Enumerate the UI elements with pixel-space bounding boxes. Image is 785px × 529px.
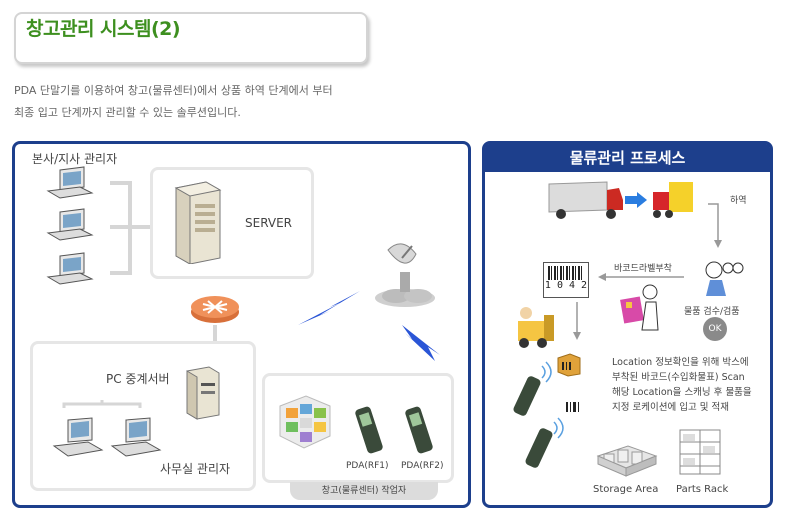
wireless-signal-icon [298, 291, 440, 361]
pda-scanners-icon [513, 361, 579, 468]
server-icon [174, 181, 222, 264]
arrow-down-icon [708, 203, 722, 248]
storage-area-icon [596, 445, 658, 477]
barcode-number: 1 0 4 2 [544, 280, 588, 291]
title-box [14, 12, 368, 64]
forklift-worker-icon [518, 307, 554, 348]
pda-device-icon [405, 406, 433, 454]
description: PDA 단말기를 이용하여 창고(물류센터)에서 상품 하역 단계에서 부터 최… [14, 80, 394, 124]
arrow-left-icon [598, 273, 684, 281]
pc-tower-icon [186, 366, 220, 420]
description-line-1: PDA 단말기를 이용하여 창고(물류센터)에서 상품 하역 단계에서 부터 [14, 84, 333, 97]
parts-rack-label: Parts Rack [676, 484, 729, 495]
process-title: 물류관리 프로세스 [485, 144, 770, 172]
location-line-1: Location 정보확인을 위해 박스에 [612, 357, 749, 368]
relay-server-box [30, 341, 256, 491]
inspect-label: 물품 검수/검품 [684, 307, 740, 317]
storage-area-label: Storage Area [593, 484, 659, 495]
computer-icon [110, 417, 162, 457]
hq-admin-label: 본사/지사 관리자 [32, 152, 118, 166]
warehouse-worker-tab: 창고(물류센터) 작업자 [290, 482, 438, 500]
server-label: SERVER [245, 216, 293, 230]
barcode-attach-label: 바코드라벨부착 [614, 264, 672, 274]
computer-icon [52, 417, 104, 457]
worker-holding-box-icon [620, 284, 659, 331]
office-computers [52, 400, 162, 457]
location-line-3: 해당 Location을 스캐닝 후 물품을 [612, 387, 752, 398]
satellite-dish-icon [375, 243, 435, 307]
office-admin-label: 사무실 관리자 [160, 462, 231, 476]
barcode-icon [548, 266, 584, 280]
truck-forklift-icon [548, 181, 693, 219]
location-instructions: Location 정보확인을 위해 박스에 부착된 바코드(수입화물표) Sca… [612, 355, 752, 415]
connector-line [213, 325, 217, 343]
parts-rack-icon [679, 429, 721, 475]
pda2-label: PDA(RF2) [401, 461, 444, 471]
cube-icon [279, 395, 331, 449]
hq-computers [46, 166, 150, 285]
inspector-person-icon [705, 261, 744, 296]
pda1-label: PDA(RF1) [346, 461, 389, 471]
computer-icon [46, 208, 94, 241]
location-line-4: 지정 로케이션에 입고 및 적재 [612, 402, 729, 413]
barcode-box-icon [557, 353, 581, 377]
arrow-down-icon [573, 302, 581, 340]
pda-device-icon [355, 406, 383, 454]
description-line-2: 최종 입고 단계까지 관리할 수 있는 솔루션입니다. [14, 106, 241, 119]
location-line-2: 부착된 바코드(수입화물표) Scan [612, 372, 745, 383]
relay-server-label: PC 중계서버 [106, 372, 170, 386]
page-title: 창고관리 시스템(2) [26, 18, 181, 40]
computer-icon [46, 166, 94, 199]
ok-badge: OK [703, 317, 727, 341]
router-icon [191, 296, 239, 323]
unload-label: 하역 [730, 196, 747, 206]
barcode-label-icon: 1 0 4 2 [543, 262, 589, 298]
computer-icon [46, 252, 94, 285]
